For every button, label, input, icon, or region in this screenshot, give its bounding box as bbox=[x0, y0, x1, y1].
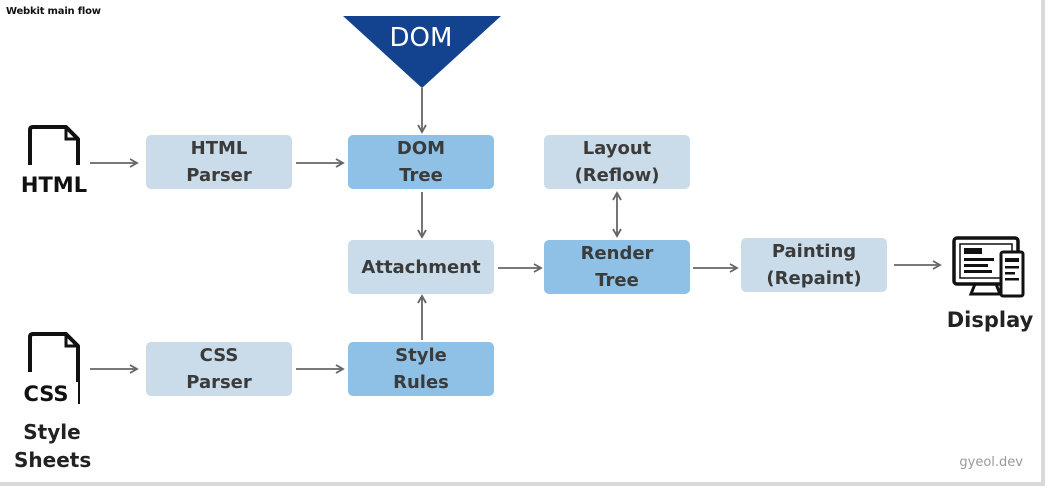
style-rules-label: Style Rules bbox=[393, 345, 449, 393]
painting-label: Painting (Repaint) bbox=[766, 241, 862, 289]
css-file-icon bbox=[28, 332, 80, 404]
render-tree-label: Render Tree bbox=[580, 243, 654, 291]
dom-triangle-label: DOM bbox=[390, 23, 453, 53]
painting-node: Painting (Repaint) bbox=[741, 238, 887, 292]
dom-triangle bbox=[343, 16, 501, 88]
html-parser-label: HTML Parser bbox=[186, 138, 252, 186]
attachment-node: Attachment bbox=[348, 240, 494, 294]
css-file-label: CSS bbox=[14, 382, 78, 406]
dom-tree-label: DOM Tree bbox=[396, 138, 446, 186]
watermark: gyeol.dev bbox=[959, 455, 1023, 470]
layout-node: Layout (Reflow) bbox=[544, 135, 690, 189]
html-file-icon bbox=[28, 125, 80, 165]
css-parser-node: CSS Parser bbox=[146, 342, 292, 396]
html-file-label: HTML bbox=[20, 173, 88, 197]
style-rules-node: Style Rules bbox=[348, 342, 494, 396]
diagram-title: Webkit main flow bbox=[6, 6, 101, 17]
html-parser-node: HTML Parser bbox=[146, 135, 292, 189]
dom-tree-node: DOM Tree bbox=[348, 135, 494, 189]
style-sheets-label: Style Sheets bbox=[14, 420, 92, 472]
layout-label: Layout (Reflow) bbox=[574, 138, 660, 186]
css-parser-label: CSS Parser bbox=[186, 345, 252, 393]
render-tree-node: Render Tree bbox=[544, 240, 690, 294]
display-icon bbox=[952, 236, 1025, 298]
display-label: Display bbox=[946, 308, 1034, 332]
attachment-label: Attachment bbox=[361, 256, 481, 278]
